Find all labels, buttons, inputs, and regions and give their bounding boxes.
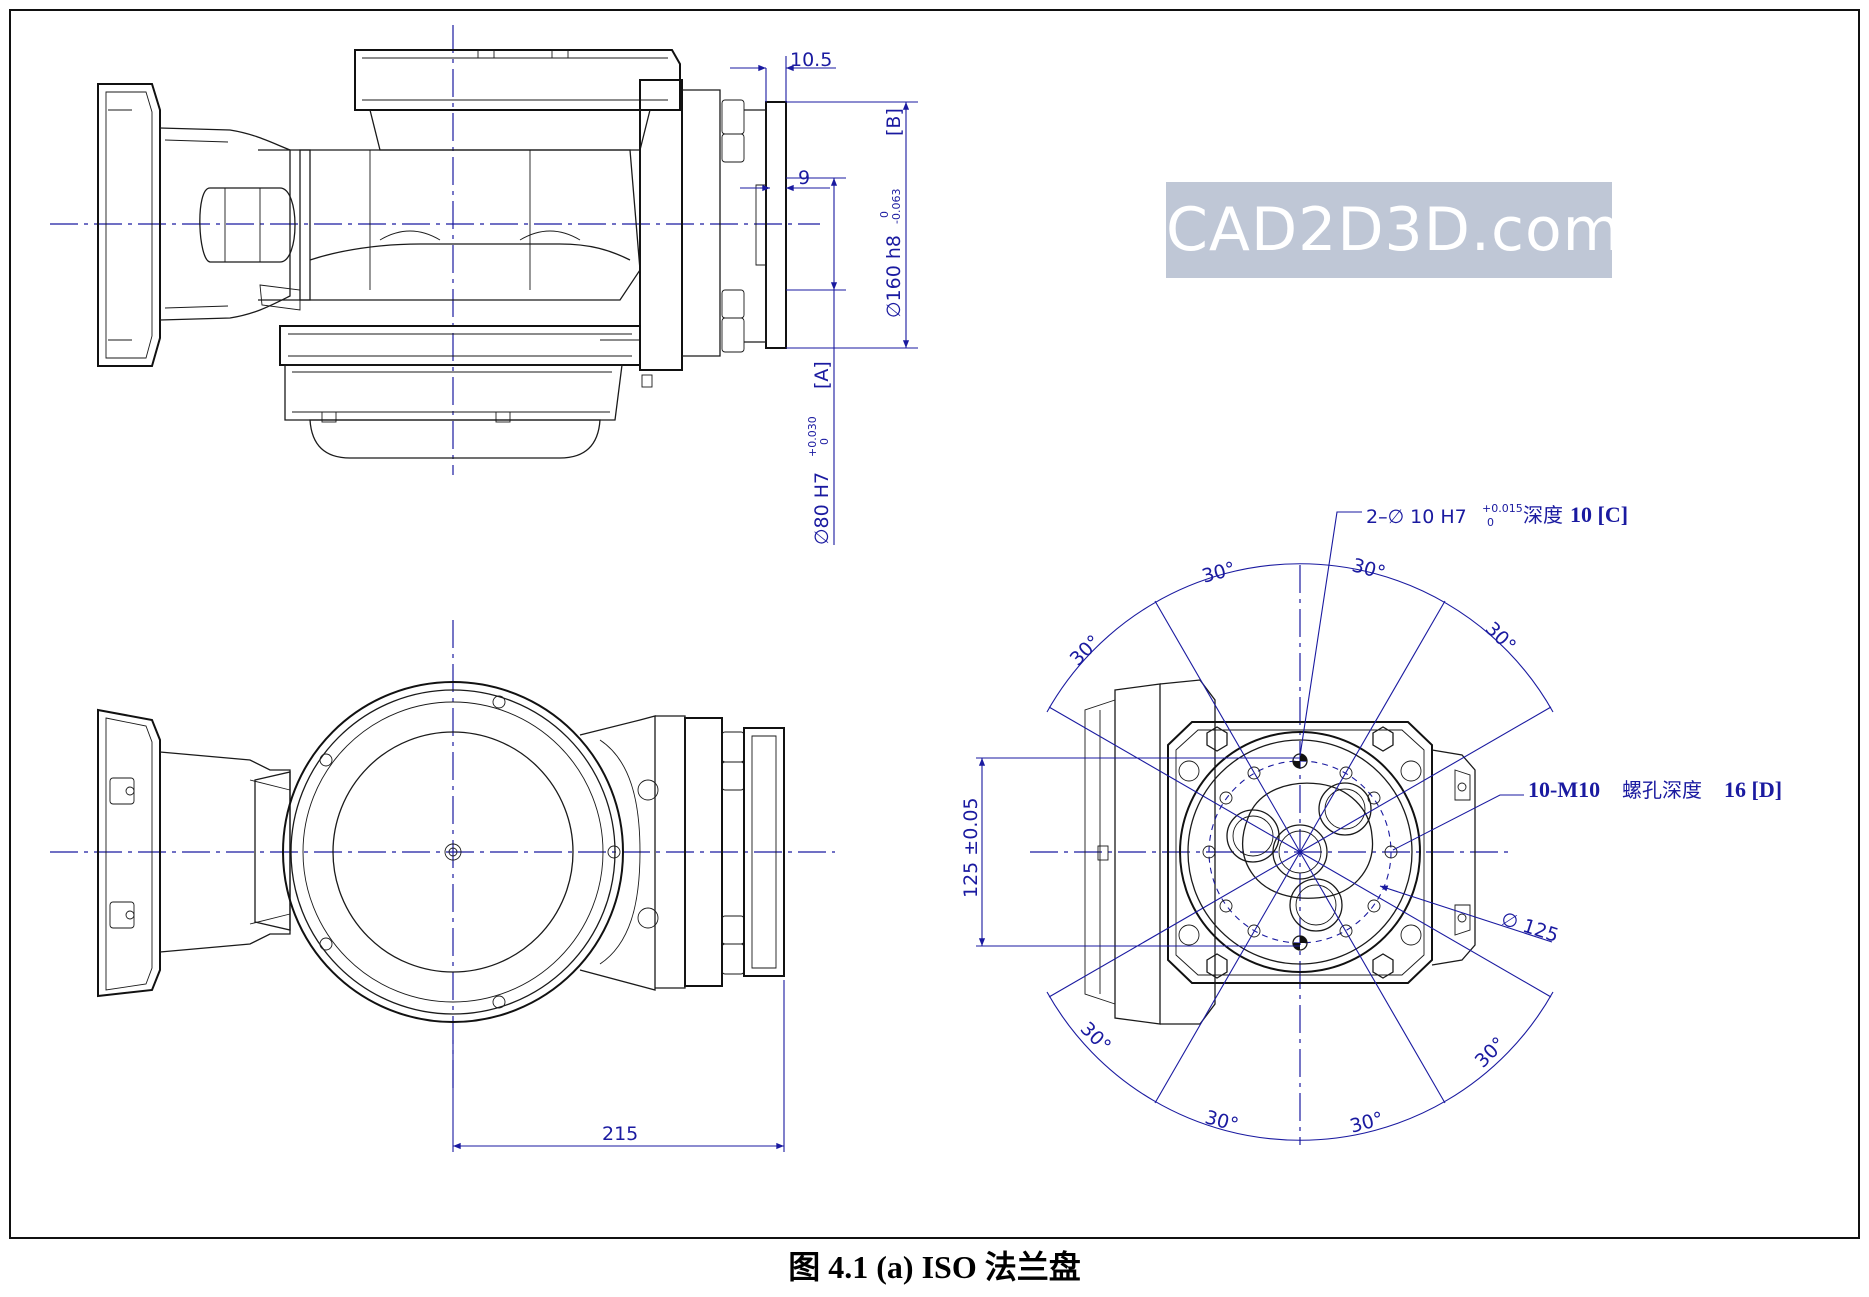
dim-80-tol-upper: +0.030	[806, 416, 819, 457]
tap-hole-depth: 16 [D]	[1724, 777, 1782, 802]
angle-label: 30°	[1348, 1108, 1386, 1138]
tap-hole-spec: 10-M10	[1528, 777, 1600, 802]
dim-80-tol-lower: 0	[818, 438, 831, 445]
angle-label: 30°	[1203, 1106, 1241, 1136]
pin-hole-note: 2–∅ 10 H7 +0.015 0 深度 10 [C]	[1366, 502, 1628, 529]
dim-160-ref: [B]	[883, 108, 905, 136]
pin-hole-depth: 10 [C]	[1570, 502, 1628, 527]
angle-label: 30°	[1481, 618, 1520, 657]
drawing-frame	[9, 9, 1860, 1239]
pin-hole-spec: 2–∅ 10 H7	[1366, 506, 1467, 528]
watermark: CAD2D3D.com	[1166, 182, 1621, 278]
tap-hole-depth-cjk: 螺孔深度	[1622, 778, 1702, 802]
tap-holes	[1202, 766, 1398, 938]
pin-hole-tol-upper: +0.015	[1482, 502, 1523, 515]
dim-215-label: 215	[602, 1123, 638, 1145]
dim-160-tol-lower: -0.063	[890, 189, 903, 224]
angle-label: 30°	[1066, 631, 1105, 670]
flange-dimensions: 30° 30° 30° 30° 30° 30° 30° 30° 125 ±0.0…	[960, 511, 1561, 1141]
figure-caption: 图 4.1 (a) ISO 法兰盘	[788, 1249, 1081, 1285]
angle-label: 30°	[1200, 558, 1238, 588]
dim-80-label: ∅80 H7	[811, 472, 833, 545]
dim-160-label: ∅160 h8	[883, 235, 905, 318]
dim-80-ref: [A]	[811, 361, 833, 389]
corner-bolts	[1178, 726, 1422, 979]
flange-front-view	[1030, 565, 1510, 1145]
side-view-dimensions: 10.5 9 ∅160 h8 0 -0.063 [B] ∅80 H7 +0.03…	[730, 49, 918, 545]
tap-hole-note: 10-M10 螺孔深度 16 [D]	[1528, 777, 1782, 802]
pin-hole-depth-cjk: 深度	[1523, 503, 1563, 527]
dim-125-dia-label: ∅ 125	[1498, 908, 1561, 947]
dim-10-5-label: 10.5	[790, 49, 832, 71]
top-view	[50, 620, 835, 1090]
angle-label: 30°	[1350, 554, 1388, 584]
pin-hole-tol-lower: 0	[1487, 516, 1494, 529]
top-view-dimensions: 215	[452, 980, 785, 1152]
dim-125-pos-label: 125 ±0.05	[960, 797, 982, 898]
angle-label: 30°	[1076, 1018, 1115, 1057]
dim-160-tol-upper: 0	[878, 211, 891, 218]
angle-label: 30°	[1471, 1033, 1510, 1072]
side-view	[50, 25, 820, 475]
